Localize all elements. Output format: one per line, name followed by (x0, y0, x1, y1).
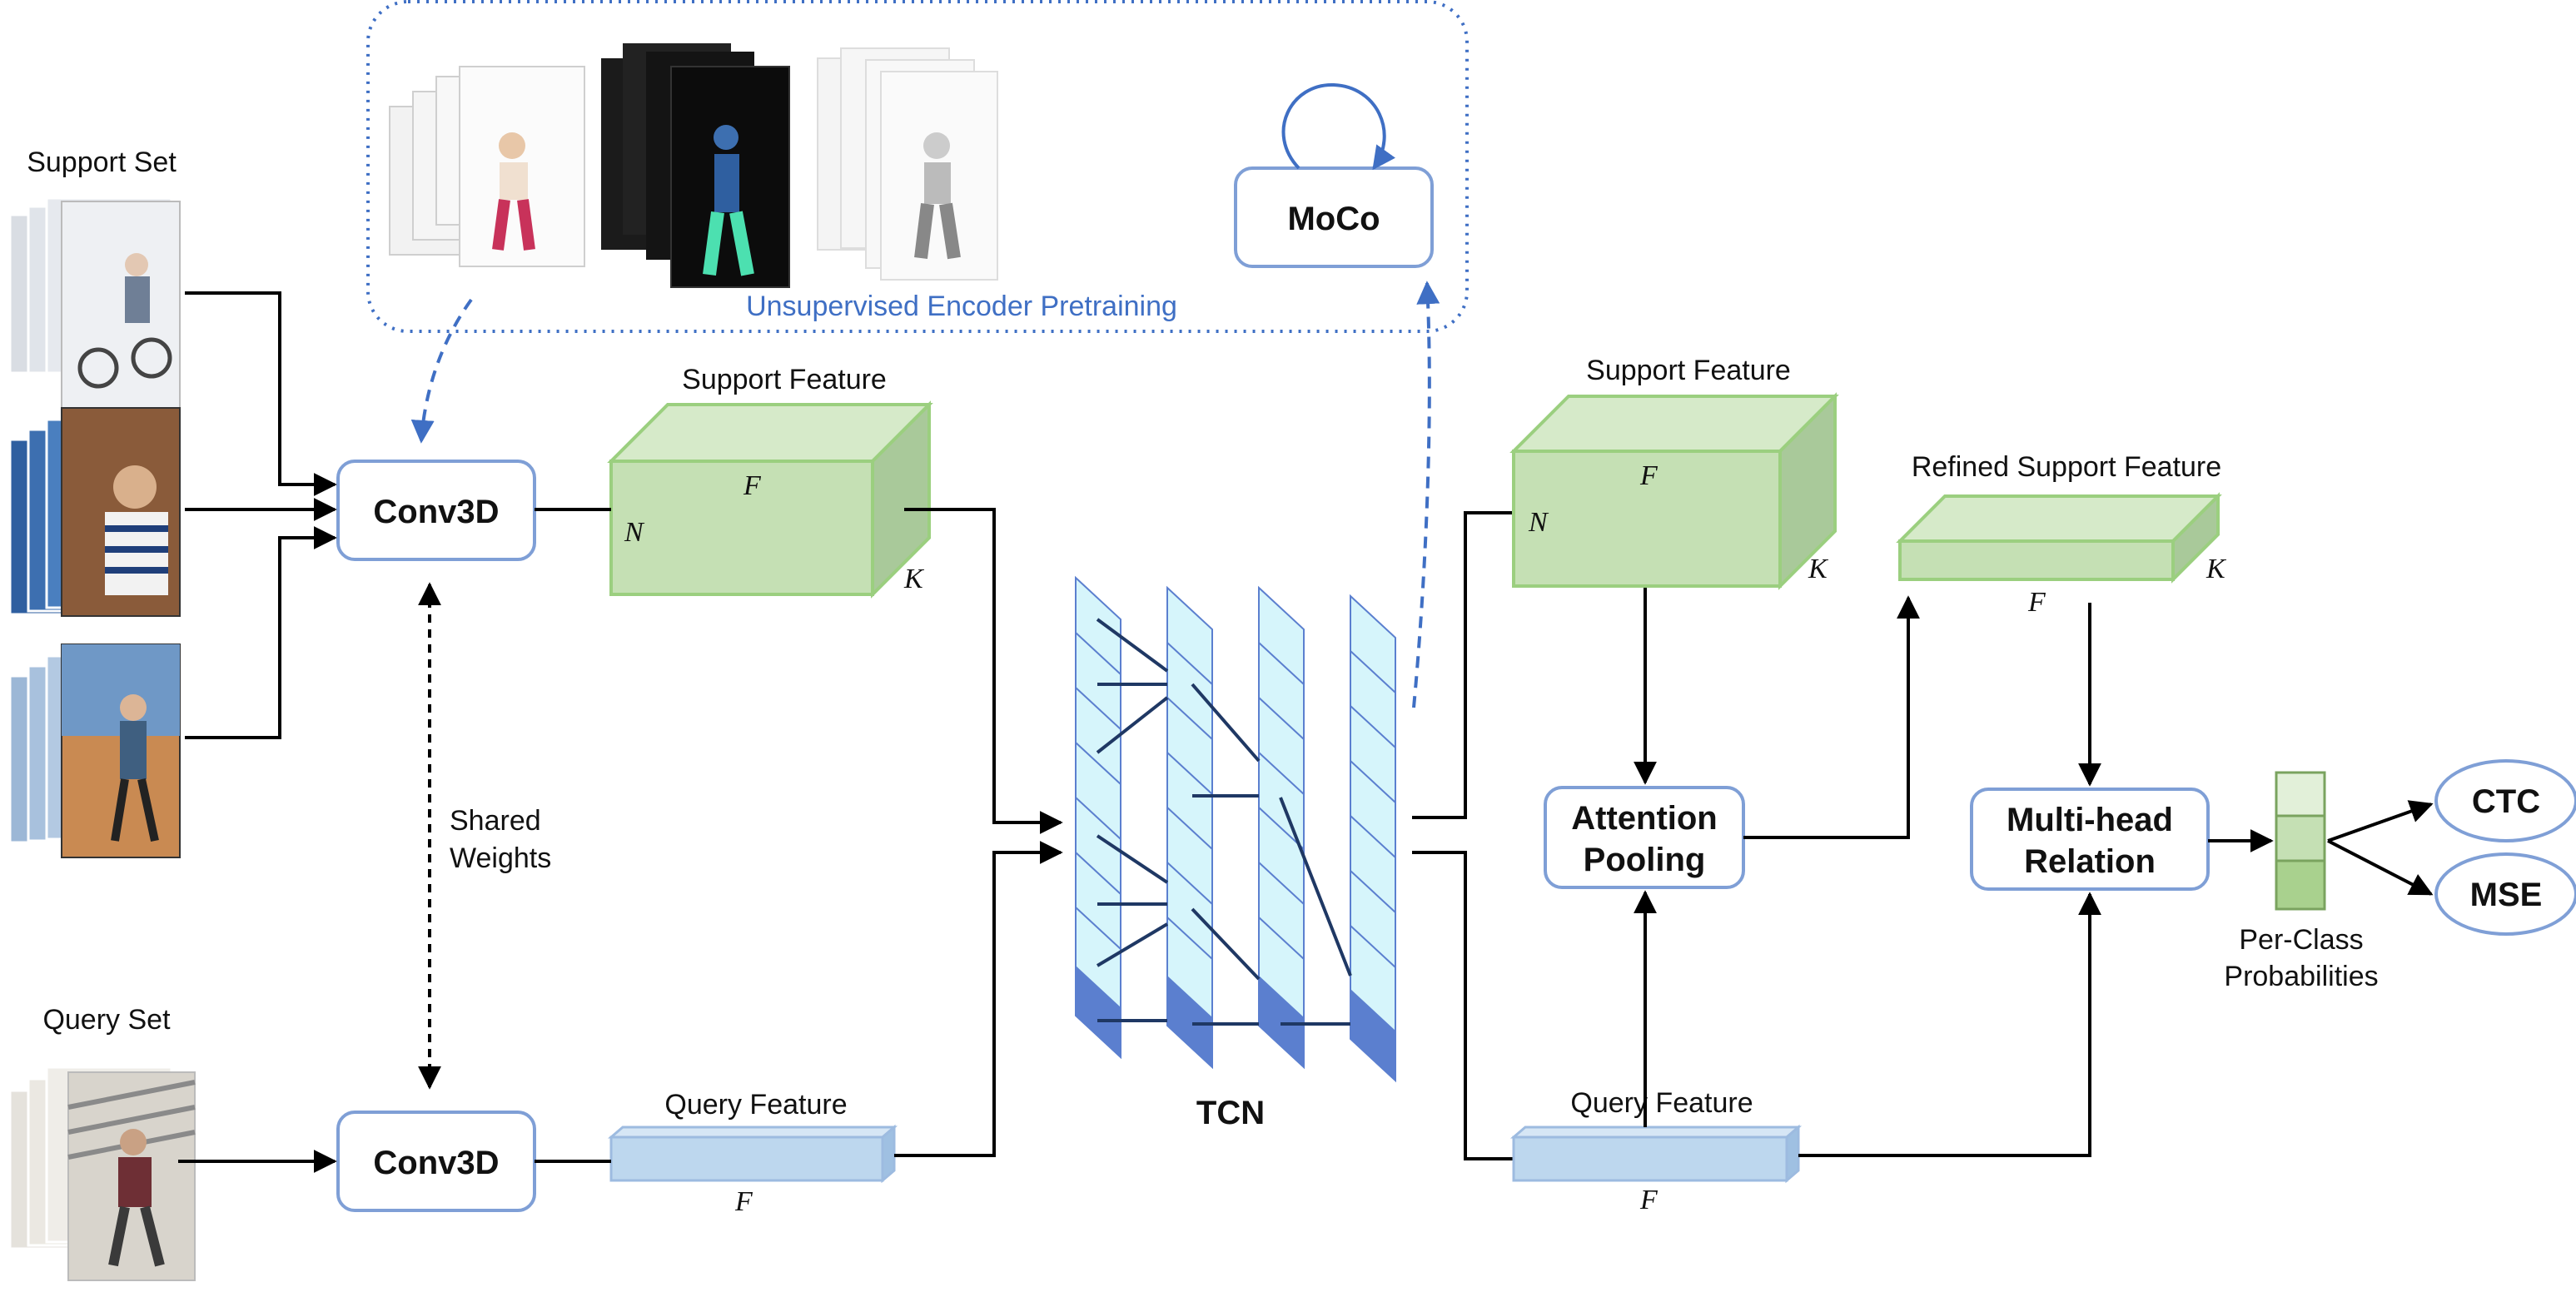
support-set-label: Support Set (27, 147, 177, 178)
attention-pooling-label-line1: Attention (1571, 800, 1718, 837)
refined-support-feature-f: F (2027, 587, 2046, 618)
pretrain-blur-frames-icon (817, 47, 998, 281)
pretrain-to-conv3d-arrow (410, 298, 473, 444)
support-feature-left-cube (607, 400, 933, 599)
mse-label: MSE (2470, 877, 2543, 913)
query-feature-to-multihead-arrow (1798, 892, 2101, 1157)
per-class-probabilities-bar (2275, 771, 2326, 911)
tcn-block (1075, 575, 1396, 1083)
query-video-icon (8, 1066, 196, 1281)
tcn-to-query-feature-line (1412, 851, 1514, 1160)
tcn-layer-2 (1166, 585, 1213, 1070)
query-feature-left-f: F (734, 1186, 753, 1217)
moco-box (1234, 166, 1434, 268)
pretrain-segmentation-frames-icon (601, 43, 790, 288)
probabilities-to-mse-arrow (2327, 839, 2434, 896)
multihead-relation-label-line2: Relation (2024, 843, 2156, 880)
support-video-2-icon (8, 407, 181, 617)
refined-support-feature-slab (1896, 492, 2222, 584)
pretrain-label: Unsupervised Encoder Pretraining (746, 291, 1177, 322)
multihead-relation-label-line1: Multi-head (2007, 802, 2173, 838)
shared-weights-label-line2: Weights (450, 842, 551, 874)
conv3d-query-label: Conv3D (373, 1145, 499, 1181)
conv3d-support-label: Conv3D (373, 494, 499, 530)
pretrain-rgb-frames-icon (389, 66, 585, 267)
query-feature-right-label: Query Feature (1570, 1087, 1753, 1119)
support-video-3-arrow (185, 526, 337, 739)
support-feature-right-cube (1509, 392, 1839, 590)
support-video-1-icon (8, 196, 181, 410)
query-feature-to-tcn-arrow (894, 841, 1063, 1157)
support-feature-left-n: N (624, 517, 645, 548)
tcn-layer-4 (1350, 594, 1396, 1083)
query-feature-right-f: F (1639, 1185, 1658, 1215)
support-feature-to-tcn-arrow (904, 508, 1063, 834)
query-set-label: Query Set (42, 1004, 171, 1036)
ctc-node (2434, 759, 2576, 842)
query-feature-left-label: Query Feature (664, 1089, 847, 1121)
support-feature-left-k: K (903, 564, 925, 594)
tcn-to-moco-arrow (1412, 281, 1440, 708)
support-feature-right-k: K (1808, 554, 1829, 584)
query-feature-right-bar (1509, 1124, 1803, 1184)
attention-to-refined-arrow (1743, 595, 1920, 839)
shared-weights-label-line1: Shared (450, 805, 541, 837)
ctc-label: CTC (2472, 783, 2540, 820)
tcn-label: TCN (1196, 1095, 1265, 1131)
support-feature-right-n: N (1528, 507, 1549, 538)
refined-support-feature-label: Refined Support Feature (1912, 451, 2221, 483)
support-feature-right-label: Support Feature (1586, 355, 1791, 386)
per-class-probabilities-label-line2: Probabilities (2224, 961, 2378, 992)
support-feature-right-f: F (1639, 460, 1658, 491)
query-feature-left-bar (607, 1124, 898, 1184)
attention-pooling-label-line2: Pooling (1584, 842, 1706, 878)
moco-label: MoCo (1287, 201, 1380, 237)
tcn-layer-3 (1258, 585, 1305, 1070)
support-video-1-arrow (185, 291, 337, 496)
support-video-3-icon (8, 644, 181, 858)
moco-self-loop-arrow (1281, 82, 1396, 171)
tcn-connections (1096, 618, 1352, 1026)
support-feature-left-label: Support Feature (682, 364, 887, 395)
per-class-probabilities-label-line1: Per-Class (2239, 924, 2363, 956)
tcn-layer-1 (1075, 575, 1121, 1060)
support-feature-left-f: F (743, 470, 762, 501)
tcn-to-support-feature-line (1412, 511, 1514, 819)
mse-node (2434, 852, 2576, 936)
refined-support-feature-k: K (2206, 554, 2227, 584)
probabilities-to-ctc-arrow (2327, 800, 2434, 842)
